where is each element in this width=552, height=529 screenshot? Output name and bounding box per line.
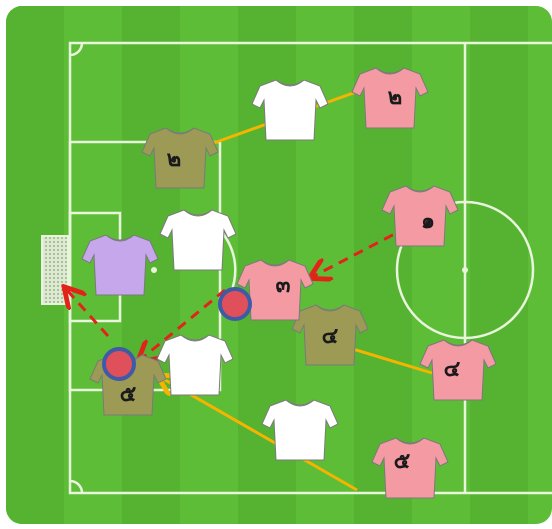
jersey-number: ๑ <box>421 209 435 234</box>
penalty-spot <box>151 267 157 273</box>
goal-net <box>42 236 68 304</box>
center-spot <box>462 267 468 273</box>
jersey-number: ๔ <box>322 324 339 349</box>
jersey-number: ๓ <box>275 273 290 298</box>
jersey-number: ๕ <box>120 382 137 407</box>
jersey-number: ๒ <box>167 147 182 172</box>
jersey-number: ๕ <box>394 449 411 474</box>
jersey-number: ๔ <box>444 357 461 382</box>
ball-marker[interactable] <box>220 289 250 319</box>
jersey-number: ๒ <box>388 85 403 110</box>
ball-marker[interactable] <box>104 349 134 379</box>
